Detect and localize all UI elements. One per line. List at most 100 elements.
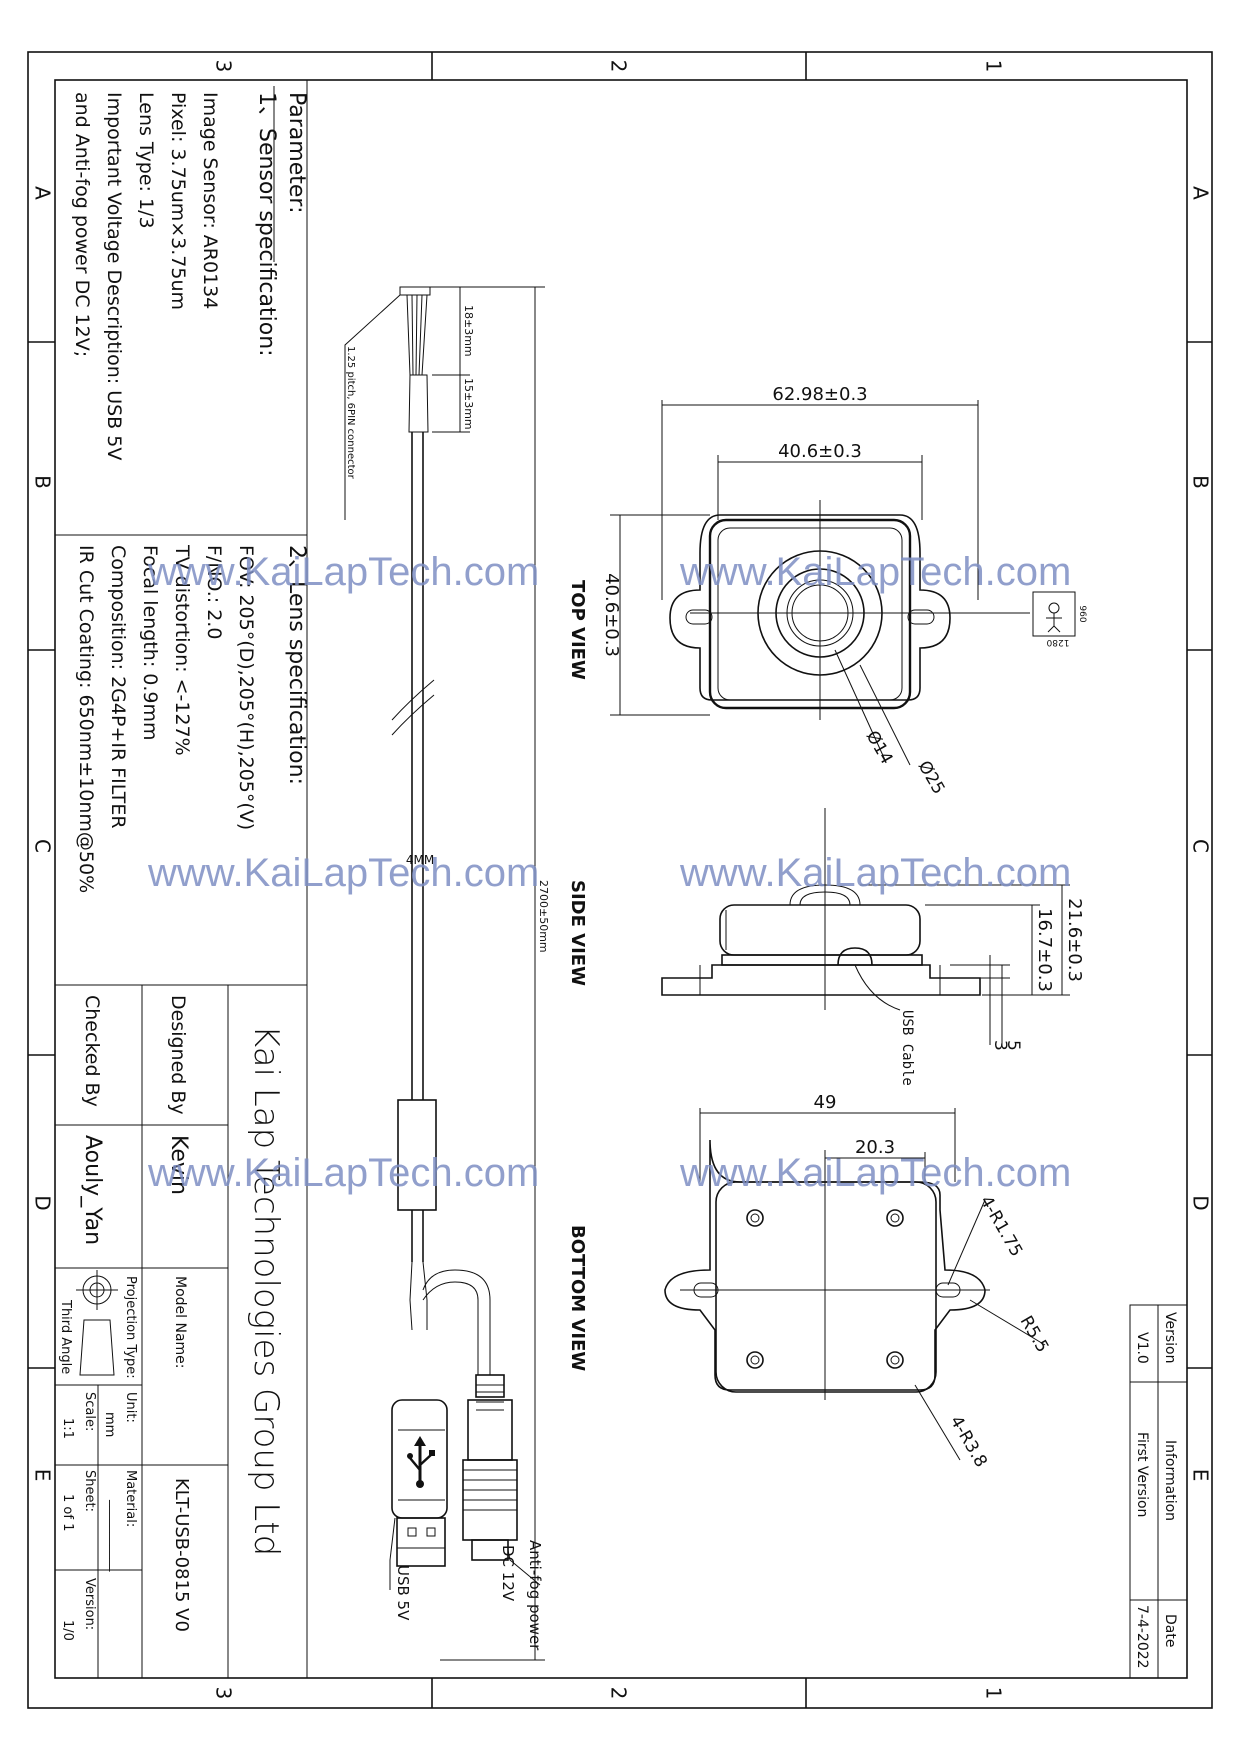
version-label: Version: (82, 1578, 97, 1630)
dim-side-body: 16.7±0.3 (1034, 908, 1055, 992)
lens-spec-title: 2、Lens specification: (284, 545, 309, 785)
unit-value: mm (102, 1412, 117, 1437)
dim-ear-radius: R5.5 (1016, 1313, 1053, 1357)
row-label-c-right: C (1189, 839, 1213, 853)
sensor-line-image-sensor: Image Sensor: AR0134 (199, 92, 221, 309)
sensor-line-antifog: and Anti-fog power DC 12V; (71, 92, 93, 357)
designed-by-value: Kevin (166, 1135, 191, 1195)
row-label-a-right: A (1189, 186, 1213, 200)
bottom-view-label: BOTTOM VIEW (567, 1225, 588, 1371)
watermark-6: www.KaiLapTech.com (679, 1151, 1071, 1195)
sheet-value: 1 of 1 (60, 1494, 75, 1531)
row-label-e-right: E (1189, 1469, 1213, 1482)
lens-line-fno: F/NO.: 2.0 (203, 545, 225, 639)
dim-top-height: 40.6±0.3 (601, 573, 622, 657)
dim-slot-radius: 4-R1.75 (976, 1193, 1027, 1261)
col-label-3-bottom: 3 (212, 1687, 236, 1700)
watermark-5: www.KaiLapTech.com (147, 1151, 539, 1195)
col-label-1-top: 1 (982, 60, 1006, 73)
projection-value: Third Angle (58, 1299, 73, 1374)
checked-by-value: Aouly_Yan (80, 1135, 105, 1245)
watermark-3: www.KaiLapTech.com (147, 851, 539, 895)
material-value: ___________ (108, 1499, 123, 1572)
dim-wires: 18±3mm (462, 305, 475, 357)
col-label-2-bottom: 2 (607, 1687, 631, 1700)
lens-line-composition: Composition: 2G4P+IR FILTER (107, 545, 129, 829)
unit-label: Unit: (123, 1392, 138, 1423)
dc-label: DC 12V (499, 1545, 517, 1602)
dim-side-3: 3 (990, 1040, 1010, 1051)
model-name-value: KLT-USB-0815 V0 (171, 1478, 192, 1632)
dim-sleeve: 15±3mm (462, 378, 475, 430)
connector-note: 1.25 pitch, 6PIN connector (345, 346, 356, 480)
dim-bottom-width: 49 (814, 1092, 837, 1113)
side-view-label: SIDE VIEW (567, 880, 588, 986)
resolution-height: 960 (1077, 605, 1087, 622)
resolution-width: 1280 (1046, 637, 1069, 647)
top-view-label: TOP VIEW (567, 580, 588, 680)
scale-label: Scale: (82, 1392, 97, 1431)
drawing-frame (27, 51, 1213, 1709)
title-block: Kai Lap Technologies Group Ltd Designed … (54, 984, 308, 1679)
dim-corner-radius: 4-R3.8 (946, 1413, 991, 1471)
revision-table: Version Information Date V1.0 First Vers… (1129, 1304, 1188, 1679)
dim-lens-inner: Ø14 (862, 728, 897, 768)
usb-logo-icon (407, 1436, 435, 1488)
mount-holes (746, 1209, 904, 1369)
watermark-4: www.KaiLapTech.com (679, 851, 1071, 895)
cable-drawing: 1.25 pitch, 6PIN connector 18±3mm 15±3mm… (344, 286, 550, 1661)
lens-line-fov: FOV: 205°(D),205°(H),205°(V) (235, 545, 257, 830)
dim-usb-cable: USB Cable (899, 1010, 915, 1086)
antifog-label: Anti-fog power (526, 1540, 544, 1651)
sheet-label: Sheet: (82, 1470, 97, 1512)
sensor-spec-title: 1、Sensor specification: (254, 92, 279, 357)
rev-header-information: Information (1162, 1440, 1178, 1521)
rev-header-version: Version (1162, 1312, 1178, 1363)
rev-cell-date: 7-4-2022 (1134, 1605, 1150, 1669)
sensor-line-lens-type: Lens Type: 1/3 (135, 92, 157, 229)
dim-side-total: 21.6±0.3 (1064, 898, 1085, 982)
col-label-2-top: 2 (607, 60, 631, 73)
dim-bottom-hole-pitch: 20.3 (855, 1137, 895, 1158)
sensor-line-voltage: Important Voltage Description: USB 5V (103, 92, 125, 460)
row-label-b-right: B (1189, 475, 1213, 489)
row-label-a-left: A (31, 186, 55, 200)
rev-header-date: Date (1162, 1614, 1178, 1647)
projection-symbol-icon (76, 1270, 118, 1376)
projection-label: Projection Type: (123, 1276, 138, 1379)
row-label-c-left: C (31, 839, 55, 853)
row-label-b-left: B (31, 475, 55, 489)
row-label-d-right: D (1189, 1195, 1213, 1210)
rev-cell-information: First Version (1134, 1432, 1150, 1517)
watermark-2: www.KaiLapTech.com (679, 550, 1071, 594)
row-label-e-left: E (31, 1469, 55, 1482)
watermarks: www.KaiLapTech.com www.KaiLapTech.com ww… (147, 550, 1071, 1195)
material-label: Material: (123, 1470, 138, 1527)
bottom-view: 49 20.3 4-R1.75 R5.5 4-R3.8 (664, 1092, 1053, 1471)
row-label-d-left: D (31, 1195, 55, 1210)
zone-labels: 3 2 1 3 2 1 A B C D E A B C D E (31, 60, 1213, 1700)
resolution-icon: 1280 960 (1032, 591, 1087, 647)
lens-line-distortion: TV distortion: <-127% (171, 544, 193, 756)
cable-diameter: 4MM (406, 853, 434, 867)
parameter-heading: Parameter: (284, 92, 309, 213)
dim-top-width-inner: 40.6±0.3 (778, 441, 862, 462)
dim-side-5: 5 (1003, 1040, 1023, 1051)
scale-value: 1:1 (60, 1418, 75, 1439)
version-value: 1/0 (60, 1620, 75, 1641)
parameter-block: Parameter: 1、Sensor specification: Image… (54, 79, 309, 986)
col-label-3-top: 3 (212, 60, 236, 73)
side-view: 21.6±0.3 16.7±0.3 5 3 USB Cable (661, 808, 1085, 1086)
cable-length: 2700±50mm (537, 880, 550, 953)
lens-line-focal: Focal length: 0.9mm (139, 545, 161, 741)
company-name: Kai Lap Technologies Group Ltd (246, 1025, 286, 1556)
lens-line-ir-cut: IR Cut Coating: 650nm±10nm@50% (75, 545, 97, 893)
sensor-line-pixel: Pixel: 3.75um×3.75um (167, 92, 189, 310)
watermark-1: www.KaiLapTech.com (147, 550, 539, 594)
designed-by-label: Designed By (167, 995, 189, 1115)
checked-by-label: Checked By (81, 995, 103, 1107)
model-name-label: Model Name: (172, 1276, 188, 1369)
col-label-1-bottom: 1 (982, 1687, 1006, 1700)
dim-top-width-outer: 62.98±0.3 (772, 384, 867, 405)
